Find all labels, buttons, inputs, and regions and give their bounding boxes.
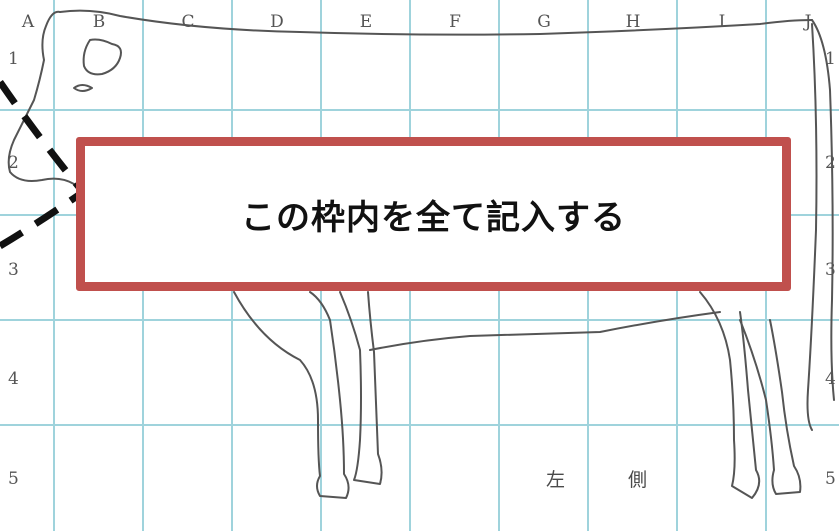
column-label-d: D xyxy=(270,12,284,32)
cow-front-leg-left xyxy=(233,291,350,499)
column-label-j: J xyxy=(803,12,812,32)
row-label-right-4: 4 xyxy=(825,369,836,389)
row-label-right-3: 3 xyxy=(825,260,836,280)
dashed-pointer-lower xyxy=(0,187,88,250)
cow-back-outline xyxy=(59,9,813,36)
row-label-left-1: 1 xyxy=(8,49,19,69)
cow-hind-leg-left xyxy=(699,291,761,499)
row-label-left-4: 4 xyxy=(8,369,19,389)
cow-tail-outline xyxy=(806,19,835,431)
row-label-left-3: 3 xyxy=(8,260,19,280)
cow-outline xyxy=(7,9,835,499)
row-label-left-5: 5 xyxy=(8,469,19,489)
cow-hind-leg-right xyxy=(739,319,802,495)
column-label-g: G xyxy=(537,12,551,32)
row-label-right-2: 2 xyxy=(825,153,836,173)
column-labels: A B C D E F G H I J xyxy=(21,12,812,32)
column-label-i: I xyxy=(719,12,726,32)
row-label-right-5: 5 xyxy=(825,469,836,489)
side-label-side-char: 側 xyxy=(628,469,647,491)
instruction-text: この枠内を全て記入する xyxy=(241,197,626,238)
column-label-b: B xyxy=(93,12,106,32)
cow-ear-outline xyxy=(82,38,122,76)
cow-eye-outline xyxy=(73,84,93,92)
row-label-left-2: 2 xyxy=(8,153,19,173)
row-label-right-1: 1 xyxy=(825,49,836,69)
instruction-box: この枠内を全て記入する xyxy=(76,137,791,291)
row-labels-right: 1 2 3 4 5 xyxy=(825,49,836,489)
cow-front-leg-right xyxy=(339,291,383,485)
column-label-a: A xyxy=(21,12,35,32)
side-label-left-char: 左 xyxy=(546,469,565,491)
column-label-h: H xyxy=(626,12,641,32)
column-label-c: C xyxy=(181,12,194,32)
column-label-f: F xyxy=(449,12,461,32)
column-label-e: E xyxy=(360,12,372,32)
cow-belly-outline xyxy=(369,311,721,351)
row-labels-left: 1 2 3 4 5 xyxy=(8,49,19,489)
